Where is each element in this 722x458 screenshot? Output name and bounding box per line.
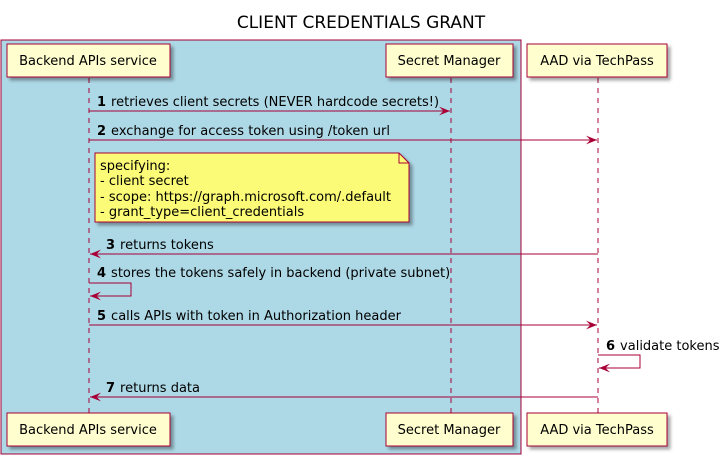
participant-label: AAD via TechPass — [540, 54, 654, 69]
participant-label: Secret Manager — [398, 423, 501, 438]
message-number: 5 — [97, 309, 106, 324]
diagram-title: CLIENT CREDENTIALS GRANT — [237, 13, 486, 33]
message-3: 3 returns tokens — [90, 238, 598, 259]
message-number: 3 — [106, 238, 115, 253]
participant-secret-manager-top: Secret Manager — [385, 43, 514, 78]
participant-aad-bottom: AAD via TechPass — [526, 412, 668, 447]
participant-aad-top: AAD via TechPass — [526, 43, 668, 78]
participant-label: Backend APIs service — [19, 54, 157, 69]
note-line: - grant_type=client_credentials — [100, 205, 304, 220]
participant-label: AAD via TechPass — [540, 423, 654, 438]
message-label: retrieves client secrets (NEVER hardcode… — [111, 95, 439, 110]
note-line: - client secret — [100, 174, 189, 189]
message-label: exchange for access token using /token u… — [111, 124, 390, 139]
message-label: stores the tokens safely in backend (pri… — [111, 266, 450, 281]
participant-label: Secret Manager — [398, 54, 501, 69]
message-4: 4 stores the tokens safely in backend (pr… — [89, 266, 450, 301]
message-6: 6 validate tokens — [598, 339, 720, 373]
participant-group-box — [0, 39, 522, 455]
participant-label: Backend APIs service — [19, 423, 157, 438]
participant-backend-top: Backend APIs service — [6, 43, 171, 78]
message-5: 5 calls APIs with token in Authorization … — [89, 309, 597, 330]
message-number: 6 — [606, 339, 615, 354]
message-number: 1 — [97, 95, 106, 110]
message-label: returns data — [120, 381, 200, 396]
message-label: validate tokens — [620, 339, 720, 354]
note-line: specifying: — [100, 159, 170, 174]
message-number: 7 — [106, 381, 115, 396]
note-line: - scope: https://graph.microsoft.com/.de… — [100, 190, 391, 205]
message-1: 1 retrieves client secrets (NEVER hardcod… — [89, 95, 450, 116]
message-2: 2 exchange for access token using /token … — [89, 124, 597, 145]
message-7: 7 returns data — [90, 381, 598, 402]
message-arrow — [89, 282, 132, 301]
message-label: returns tokens — [120, 238, 214, 253]
note: specifying: - client secret - scope: htt… — [94, 152, 410, 223]
message-arrow — [598, 354, 641, 373]
participant-backend-bottom: Backend APIs service — [6, 412, 171, 447]
message-number: 4 — [97, 266, 106, 281]
message-label: calls APIs with token in Authorization h… — [111, 309, 402, 324]
message-number: 2 — [97, 124, 106, 139]
participant-secret-manager-bottom: Secret Manager — [385, 412, 514, 447]
